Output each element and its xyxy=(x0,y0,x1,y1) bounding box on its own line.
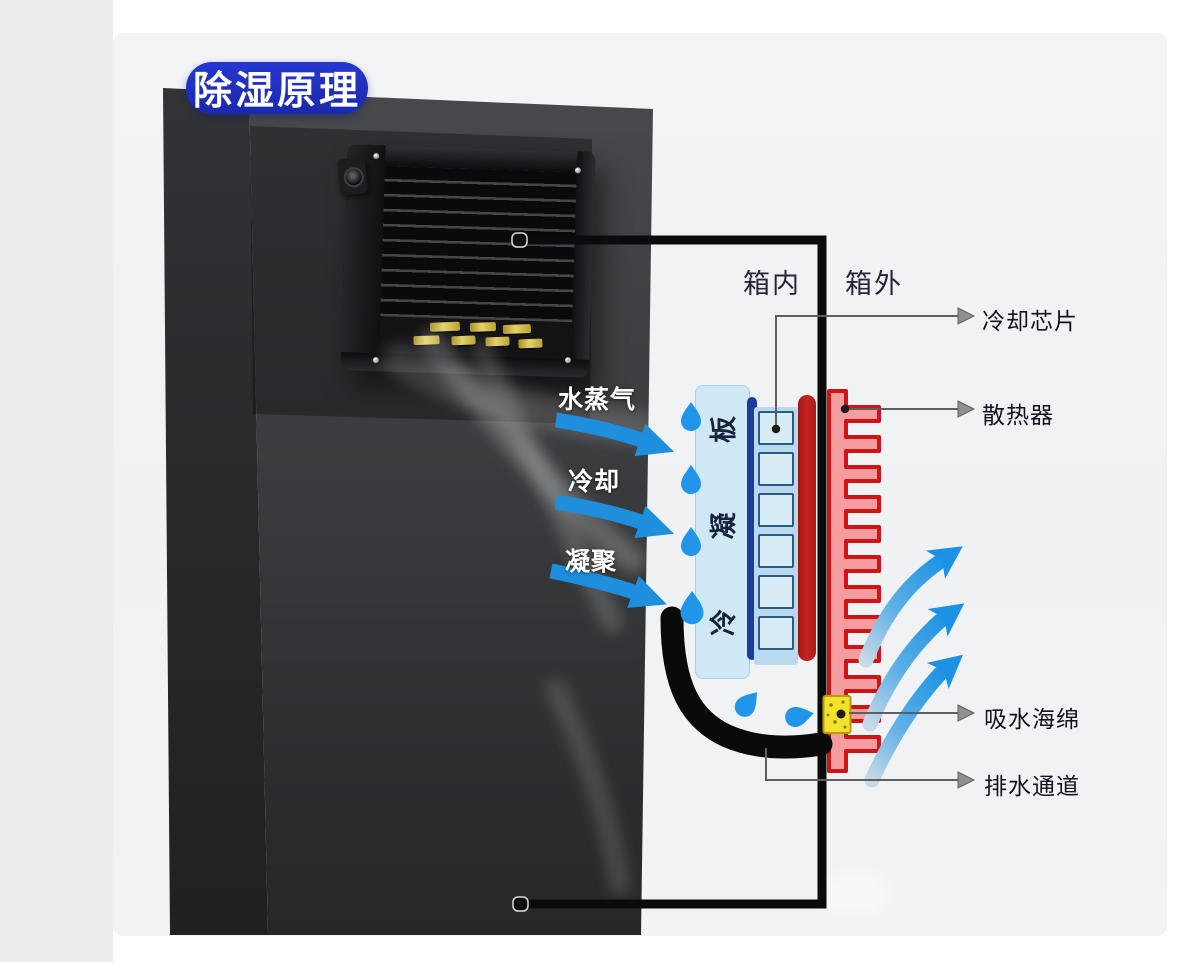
cooling-chip-label: 冷却芯片 xyxy=(982,308,1078,334)
gold-contact xyxy=(451,335,476,346)
cooling-chip-cell xyxy=(758,452,794,486)
heatsink-label: 散热器 xyxy=(982,402,1054,428)
gold-contact xyxy=(429,321,461,332)
radiator-grille xyxy=(337,144,596,378)
flow-condense-label: 凝聚 xyxy=(565,548,618,576)
drain-label: 排水通道 xyxy=(984,773,1080,799)
condensation-plate-label: 冷凝板 xyxy=(708,416,739,636)
sponge-label: 吸水海绵 xyxy=(984,706,1080,732)
radiator-knob xyxy=(337,157,369,196)
radiator-contact-panel xyxy=(379,316,573,360)
knob-lens-icon xyxy=(342,166,365,189)
gold-contact xyxy=(413,335,440,346)
gold-contact xyxy=(469,322,497,332)
title-badge: 除湿原理 xyxy=(186,62,368,114)
cooling-chip-cell xyxy=(758,411,794,445)
flow-cooling-label: 冷却 xyxy=(568,468,621,496)
zone-inside-label: 箱内 xyxy=(743,269,801,299)
page-gutter xyxy=(0,0,113,962)
hot-side-bar xyxy=(798,395,816,661)
cooling-chip-cell xyxy=(758,575,794,609)
cooling-chip-cell xyxy=(758,616,794,650)
gold-contact xyxy=(518,338,543,349)
gold-contact xyxy=(502,324,532,335)
page-title: 除湿原理 xyxy=(192,70,361,113)
radiator-slats xyxy=(380,166,577,323)
cooling-chip-cell xyxy=(758,534,794,568)
cooling-chip-cell xyxy=(758,493,794,527)
zone-outside-label: 箱外 xyxy=(845,269,903,299)
flow-vapor-label: 水蒸气 xyxy=(558,386,637,414)
gold-contact xyxy=(485,336,510,347)
